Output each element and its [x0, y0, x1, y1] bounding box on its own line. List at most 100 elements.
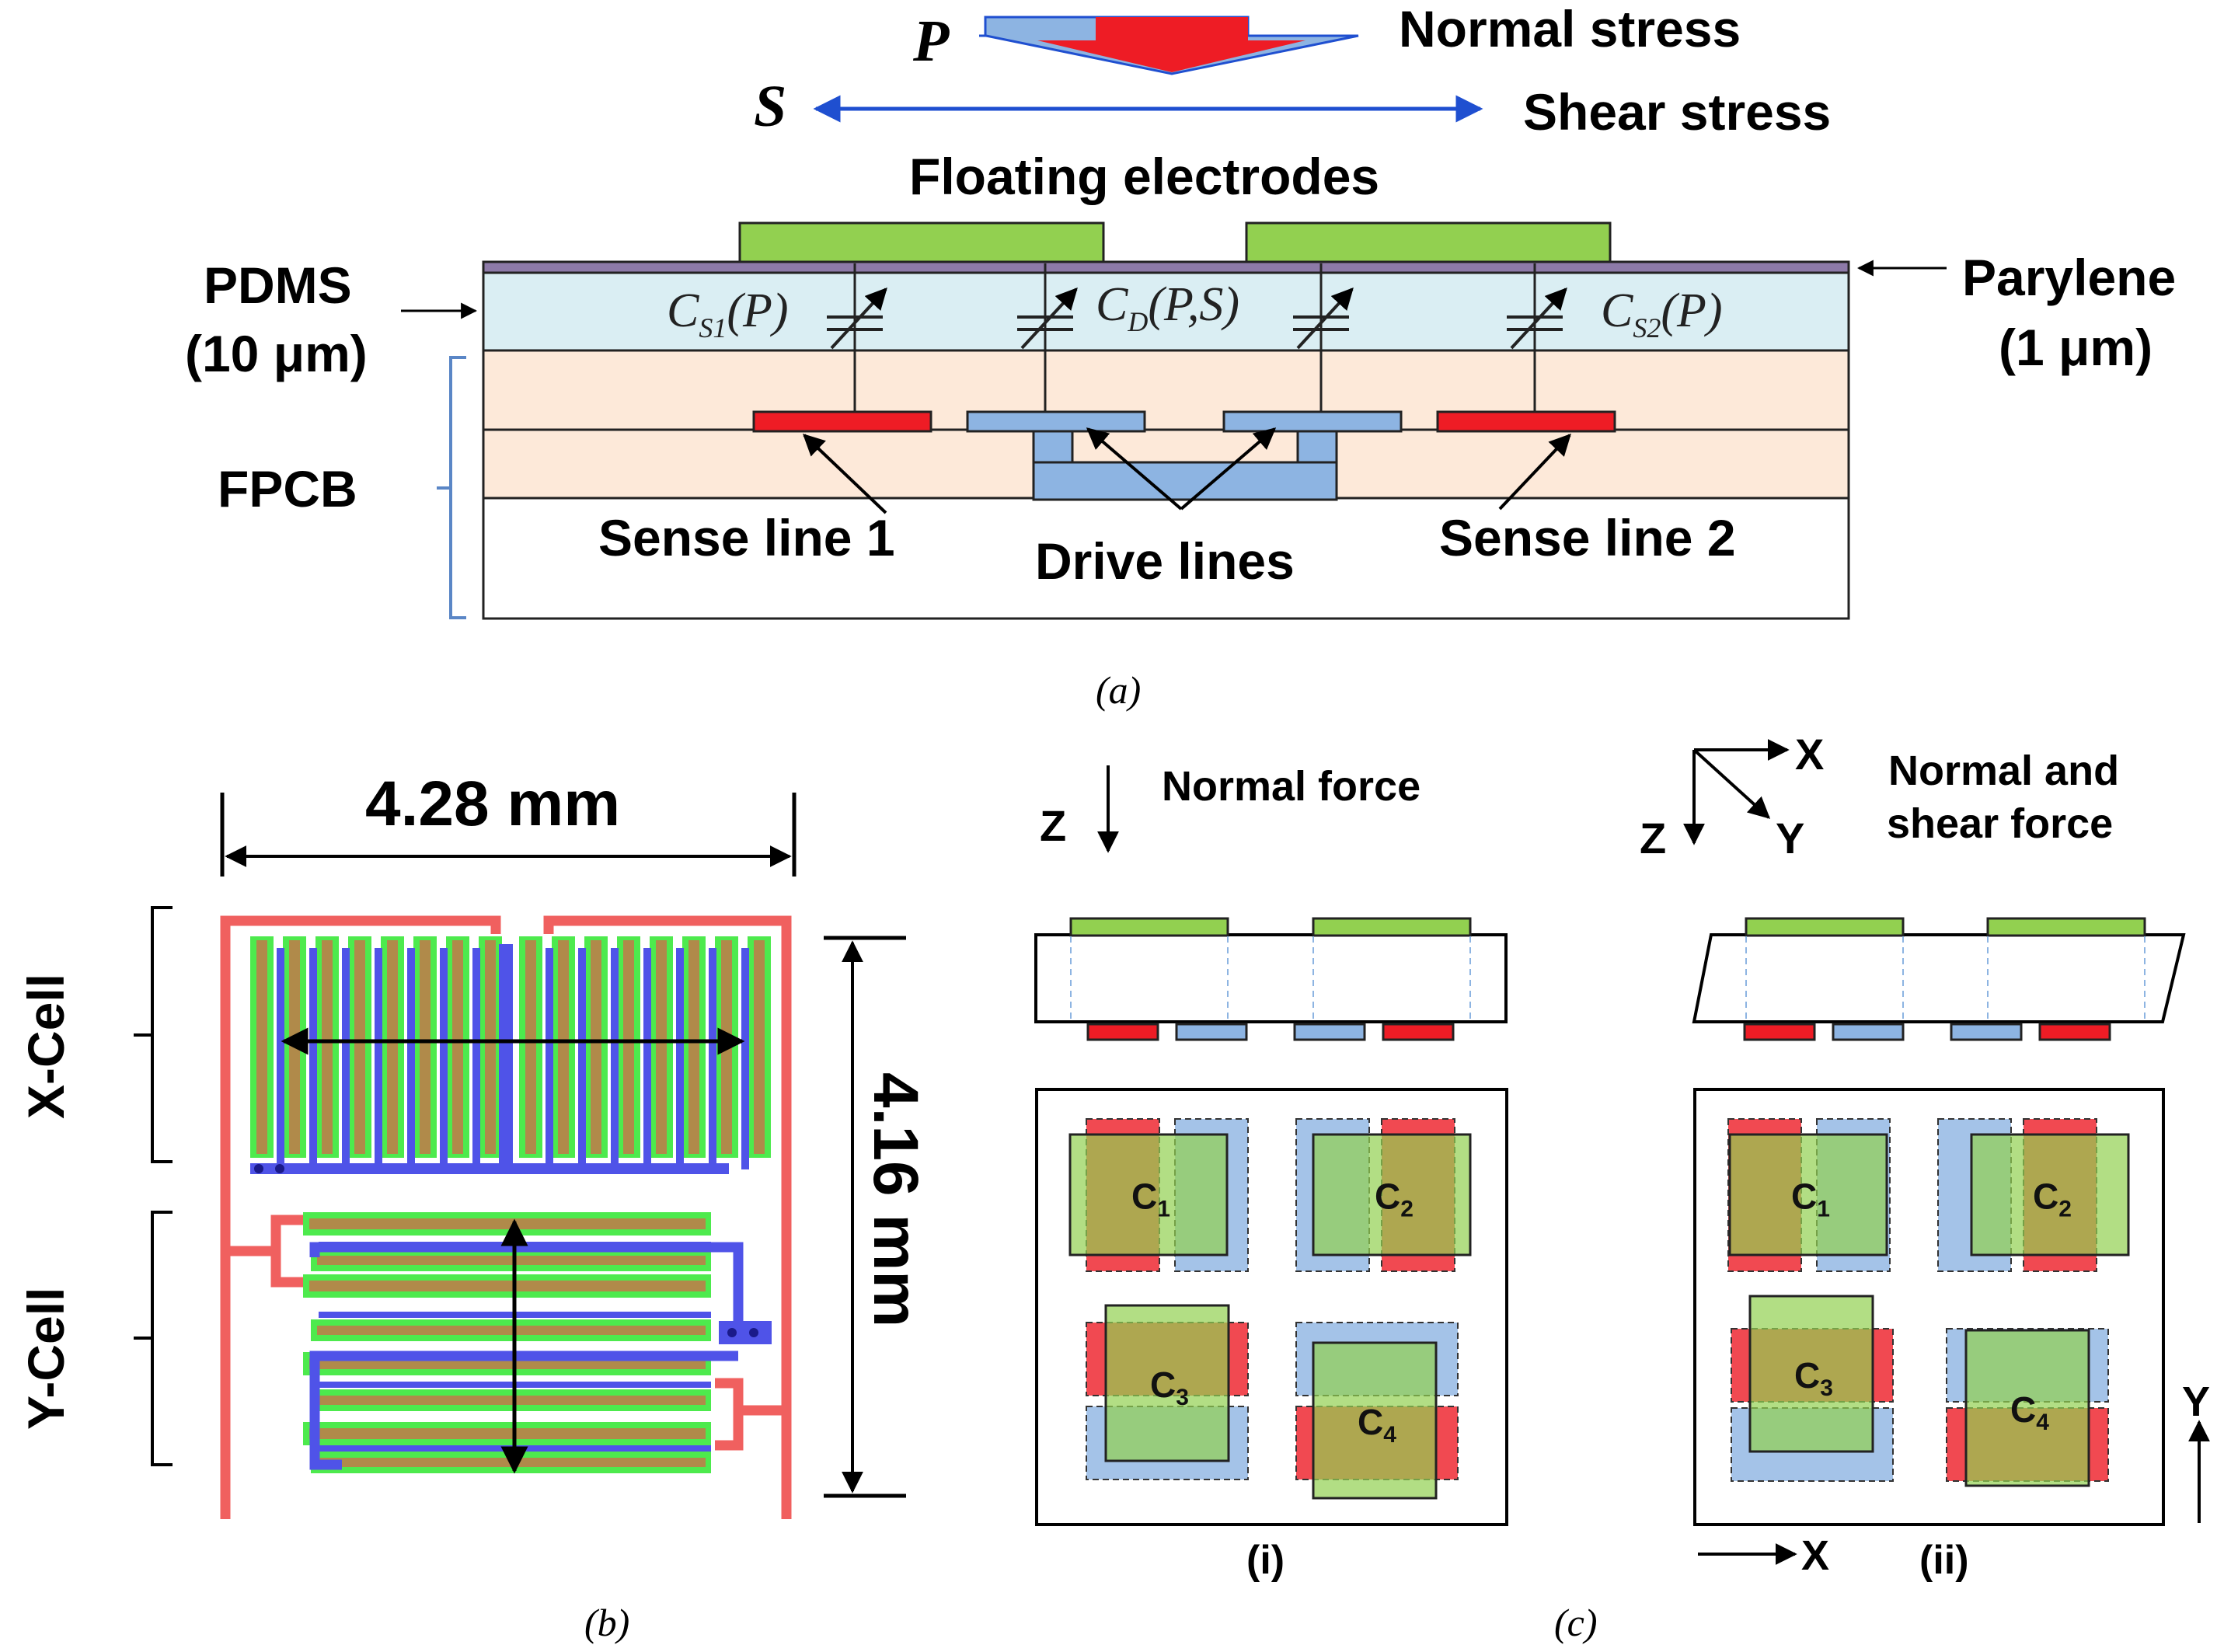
pointer-lines: [802, 427, 1571, 514]
drive-lines-label: Drive lines: [1035, 532, 1295, 590]
capacitor-cell-label: C3: [1150, 1364, 1189, 1410]
y-finger: [311, 1249, 711, 1271]
x-finger: [748, 936, 771, 1158]
floating-electrodes-label: Floating electrodes: [909, 148, 1379, 205]
parylene-label: Parylene: [1962, 249, 2176, 306]
x-finger: [650, 936, 673, 1158]
x-finger-blue: [440, 948, 448, 1169]
capacitor-cell-label: C2: [1375, 1176, 1414, 1222]
capacitor-cell-c3: C3: [1086, 1304, 1249, 1480]
c-ii-side-body: [1692, 933, 2186, 1023]
caption-c: (c): [1554, 1601, 1598, 1644]
parylene-thickness-label: (1 μm): [1999, 319, 2153, 376]
substrate-layer: [482, 497, 1850, 620]
pdms-layer: [482, 271, 1850, 352]
x-finger-blue: [578, 948, 586, 1169]
c-ii-y-axis-arrow-icon: [1692, 748, 1771, 819]
y-finger: [303, 1212, 711, 1236]
x-finger-blue: [676, 948, 684, 1169]
x-finger: [250, 936, 274, 1158]
drive-line-electrode-right: [1222, 410, 1403, 433]
sense-line-1-electrode: [752, 410, 932, 433]
capacitor-wires: [853, 263, 1536, 412]
sense-line-1-label: Sense line 1: [598, 509, 895, 566]
caption-b: (b): [584, 1601, 629, 1644]
capacitor-cell-c2: C2: [1295, 1118, 1472, 1272]
x-finger: [283, 936, 306, 1158]
c-i-axis-z-label: Z: [1040, 801, 1066, 850]
x-finger: [617, 936, 640, 1158]
height-dimension-label: 4.16 mm: [860, 1072, 931, 1327]
fpcb-bracket: [437, 356, 466, 619]
x-finger-blue: [709, 948, 716, 1169]
fpcb-label: FPCB: [218, 460, 357, 518]
x-finger: [315, 936, 339, 1158]
x-finger-blue: [611, 948, 619, 1169]
x-finger: [552, 936, 575, 1158]
c-ii-force-line-1: Normal and: [1888, 748, 2119, 794]
capacitor-cell-label: C4: [1358, 1402, 1396, 1448]
c-ii-panel-label: (ii): [1919, 1538, 1969, 1583]
x-finger-blue: [741, 948, 749, 1169]
x-finger: [479, 936, 502, 1158]
capacitor-cell-c1: C1: [1068, 1118, 1249, 1272]
sense-line-2-electrode: [1436, 410, 1616, 433]
y-finger: [303, 1274, 711, 1298]
capacitor-cell-label: C2: [2033, 1176, 2072, 1222]
capacitor-cell-label: C4: [2010, 1389, 2049, 1435]
cap-s2-label: CS2(P): [1601, 284, 1723, 343]
y-cell-bracket: [134, 1211, 173, 1466]
shear-stress-label: Shear stress: [1523, 83, 1831, 141]
capacitor-cell-label: C3: [1794, 1355, 1833, 1401]
sense-line-2-label: Sense line 2: [1439, 509, 1736, 566]
force-p-label: P: [912, 9, 950, 74]
fpcb-upper-layer: [482, 349, 1850, 431]
drive-bridge: [1032, 461, 1338, 501]
x-cell-fingers: [250, 936, 771, 1169]
x-finger-blue: [472, 948, 480, 1169]
c-ii-force-line-2: shear force: [1887, 800, 2113, 847]
layout-red-routing: [220, 915, 792, 1519]
capacitor-cell-label: C1: [1131, 1176, 1170, 1222]
c-ii-axis-z-label: Z: [1640, 814, 1666, 863]
normal-stress-arrow-core: [1037, 17, 1305, 72]
drive-via-left: [1032, 430, 1074, 464]
x-cell-label: X-Cell: [17, 974, 75, 1119]
c-ii-side-y-label: Y: [2182, 1378, 2210, 1425]
y-finger: [303, 1422, 711, 1445]
cap-s1-label: CS1(P): [667, 284, 789, 343]
caption-a: (a): [1096, 668, 1141, 712]
x-finger-blue: [342, 948, 350, 1169]
y-finger: [311, 1389, 711, 1411]
capacitor-cell-c1: C1: [1727, 1118, 1891, 1272]
x-finger-blue: [643, 948, 651, 1169]
capacitor-cell-c4: C4: [1295, 1322, 1459, 1500]
panel-b: 4.28 mm 4.16 mm X-Cell Y-Cell: [17, 768, 931, 1644]
c-ii-axis-x-label: X: [1795, 730, 1824, 779]
pdms-thickness-label: (10 μm): [185, 325, 368, 382]
x-finger-blue: [277, 948, 284, 1169]
parylene-layer: [482, 260, 1850, 274]
width-dimension-label: 4.28 mm: [365, 768, 620, 839]
x-finger-blue: [499, 944, 513, 1169]
x-cell-bracket: [134, 906, 173, 1163]
c-i-side-body: [1034, 933, 1508, 1023]
drive-via-right: [1296, 430, 1338, 464]
variable-capacitor-icon: [827, 287, 1567, 350]
floating-electrode-left: [738, 221, 1105, 265]
floating-electrode-right: [1245, 221, 1612, 265]
panel-a: P S Normal stress Shear stress Floating …: [185, 0, 2176, 712]
x-finger: [413, 936, 437, 1158]
c-ii-axis-y-label: Y: [1776, 814, 1804, 863]
cap-d-label: CD(P,S): [1096, 278, 1239, 337]
x-finger: [519, 936, 542, 1158]
capacitor-cell-label: C1: [1791, 1176, 1830, 1222]
x-finger: [682, 936, 706, 1158]
x-finger: [584, 936, 608, 1158]
y-finger: [311, 1319, 711, 1341]
drive-line-electrode-left: [966, 410, 1146, 433]
capacitor-cell-c4: C4: [1946, 1328, 2109, 1487]
